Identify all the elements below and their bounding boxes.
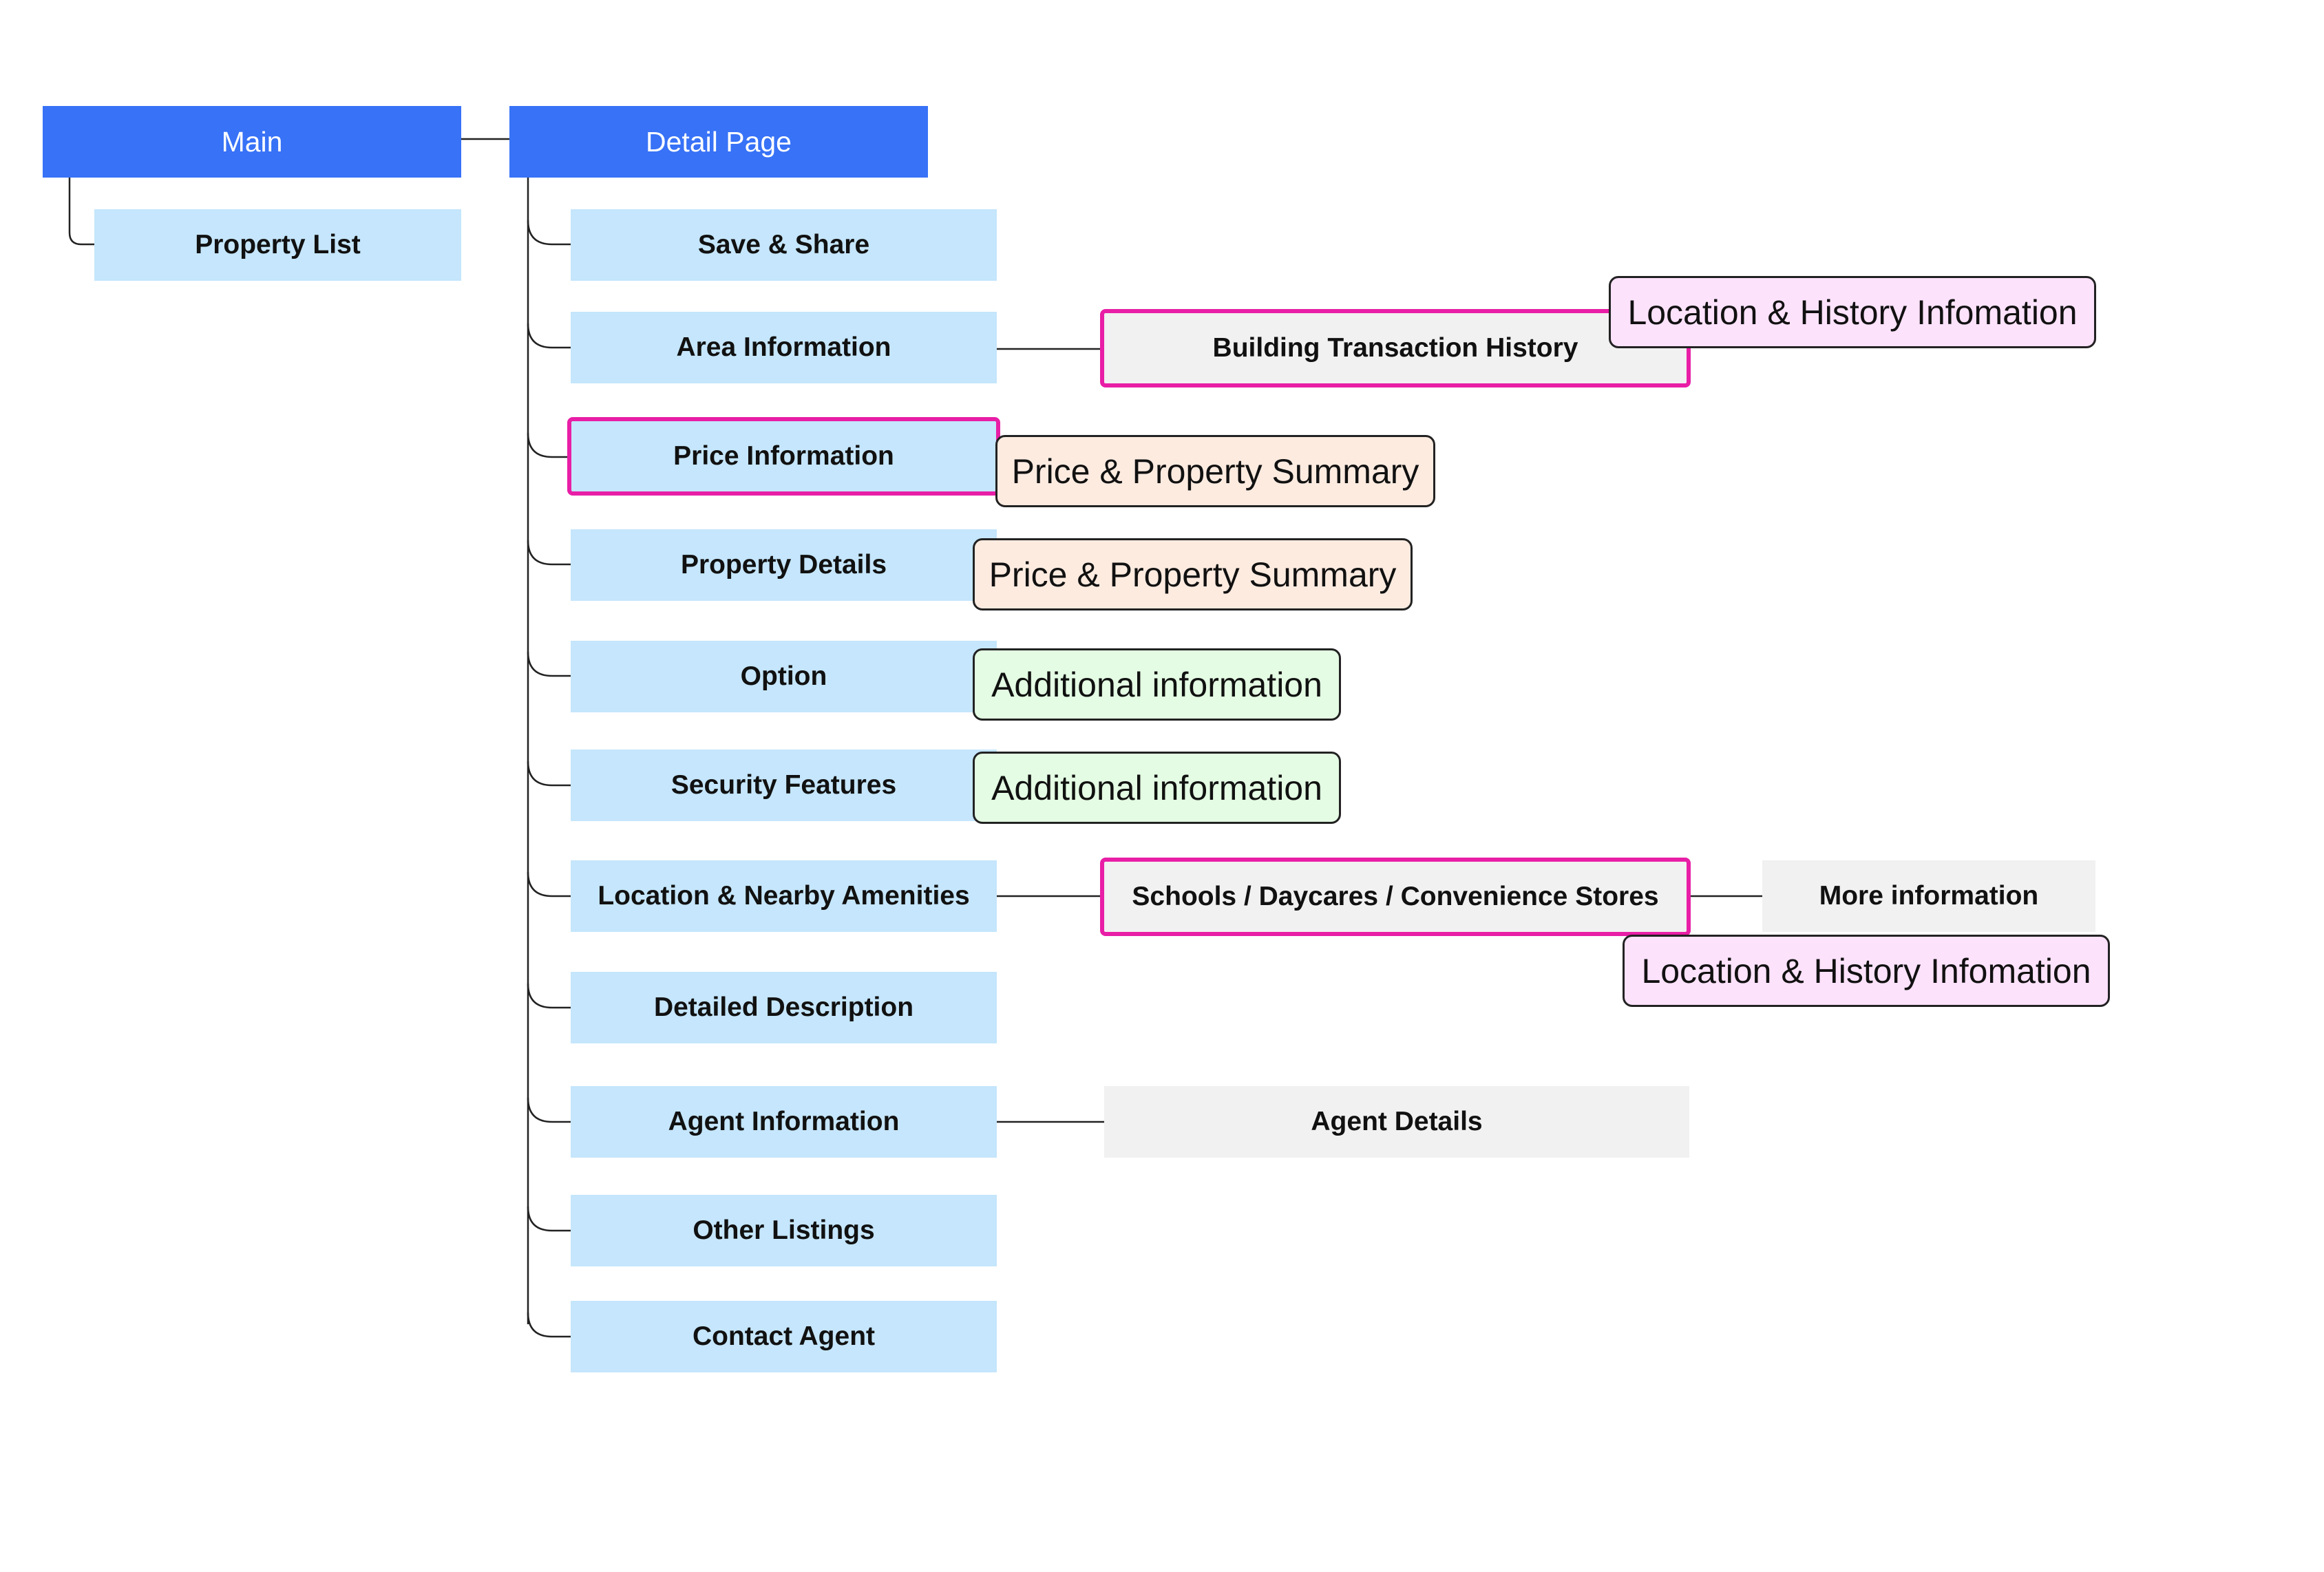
area-information-node[interactable]: Area Information: [571, 312, 997, 383]
connector-area-information: [527, 323, 571, 349]
connector-location-nearby: [527, 871, 571, 897]
agent-information-node[interactable]: Agent Information: [571, 1086, 997, 1158]
price-information-node[interactable]: Price Information: [567, 417, 1000, 496]
building-transaction-history-node[interactable]: Building Transaction History: [1100, 309, 1691, 387]
connector-option: [527, 651, 571, 677]
location-history-tag-2: Location & History Infomation: [1623, 935, 2110, 1007]
connector-contact-agent: [527, 1312, 571, 1338]
connector-security-features: [527, 761, 571, 787]
connector-agent-information: [527, 1097, 571, 1123]
connector-other-listings: [527, 1206, 571, 1232]
detailed-description-node[interactable]: Detailed Description: [571, 972, 997, 1043]
more-information-node[interactable]: More information: [1762, 860, 2095, 932]
connector-save-share: [527, 220, 571, 246]
option-node[interactable]: Option: [571, 641, 997, 712]
contact-agent-node[interactable]: Contact Agent: [571, 1301, 997, 1372]
additional-information-tag: Additional information: [973, 648, 1341, 721]
detail-page-node[interactable]: Detail Page: [509, 106, 928, 178]
security-features-node[interactable]: Security Features: [571, 750, 997, 821]
schools-daycares-stores-node[interactable]: Schools / Daycares / Convenience Stores: [1100, 858, 1691, 936]
connector-detailed-description: [527, 983, 571, 1009]
property-list-node[interactable]: Property List: [94, 209, 461, 281]
additional-information-tag-2: Additional information: [973, 752, 1341, 824]
other-listings-node[interactable]: Other Listings: [571, 1195, 997, 1266]
location-history-tag: Location & History Infomation: [1609, 276, 2096, 348]
price-property-summary-tag: Price & Property Summary: [995, 435, 1435, 507]
connector-main-property-list: [68, 176, 94, 246]
connector-property-details: [527, 540, 571, 566]
save-share-node[interactable]: Save & Share: [571, 209, 997, 281]
agent-details-node[interactable]: Agent Details: [1104, 1086, 1689, 1158]
connector-price-information: [527, 432, 571, 458]
main-node[interactable]: Main: [43, 106, 461, 178]
price-property-summary-tag-2: Price & Property Summary: [973, 538, 1413, 610]
property-details-node[interactable]: Property Details: [571, 529, 997, 601]
location-nearby-amenities-node[interactable]: Location & Nearby Amenities: [571, 860, 997, 932]
